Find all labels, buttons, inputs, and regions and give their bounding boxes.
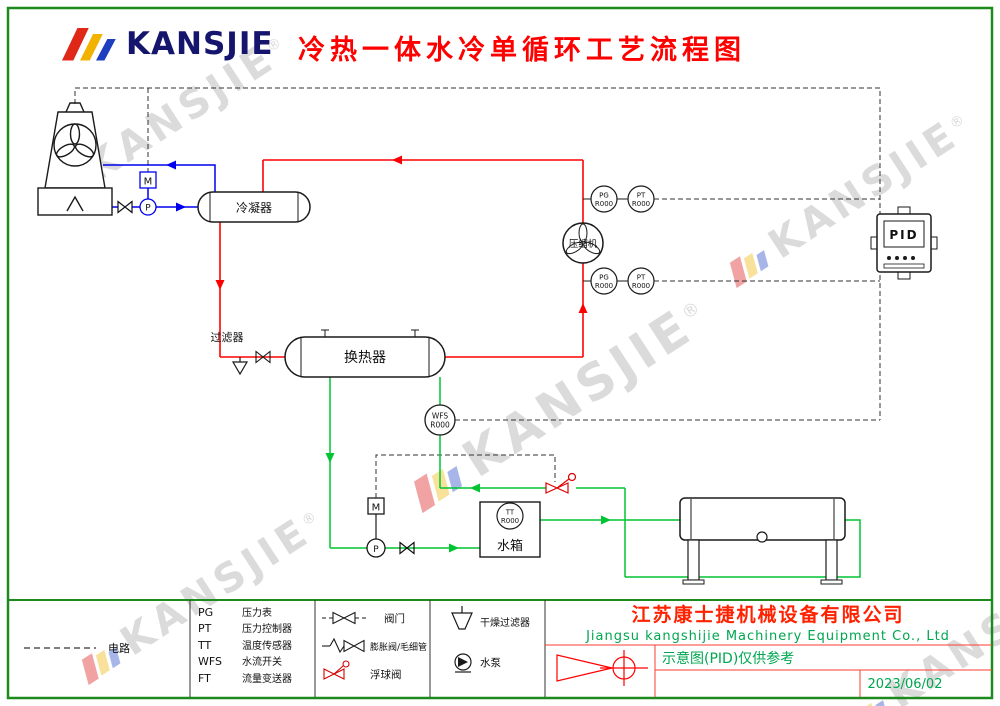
tower-fan-icon xyxy=(55,123,95,158)
titleblock-grid xyxy=(545,644,992,697)
cooling-tower xyxy=(37,102,113,216)
abbr: PG xyxy=(198,606,213,619)
abbr-label: 水流开关 xyxy=(242,655,282,668)
wfs-flow-switch: WFS R000 xyxy=(424,404,456,436)
abbr-label: 压力控制器 xyxy=(242,622,292,635)
wfs-tag: WFS xyxy=(432,412,449,421)
expansion-label: 膨胀阀/毛细管 xyxy=(370,641,427,653)
gauge-id: R000 xyxy=(632,200,650,208)
abbr: WFS xyxy=(198,655,222,668)
drawing-note: 示意图(PID)仅供参考 xyxy=(662,650,794,667)
abbr: FT xyxy=(198,672,211,685)
gauge-id: R000 xyxy=(632,282,650,290)
gauge-tag: PT xyxy=(637,192,646,200)
gauge-pt1: PT R000 xyxy=(627,185,655,213)
float-valve-symbol xyxy=(545,472,577,494)
drawing-date: 2023/06/02 xyxy=(868,677,943,692)
heat-exchanger-label: 换热器 xyxy=(344,349,386,366)
condenser: 冷凝器 xyxy=(197,191,311,223)
wfs-id: R000 xyxy=(430,421,450,430)
expansion-valve-symbol xyxy=(255,350,271,364)
hx-vent-stubs xyxy=(321,329,419,337)
brand-name: KANSJIE xyxy=(126,26,274,62)
legend-circuit: 电路 xyxy=(24,642,130,655)
float-valve-label: 浮球阀 xyxy=(370,668,402,681)
condenser-pump-motor: M P xyxy=(139,171,157,216)
abbr-label: 压力表 xyxy=(242,606,272,619)
abbr: TT xyxy=(197,639,212,652)
legend-water-pump-row: 水泵 xyxy=(454,653,501,673)
pid-display: PID xyxy=(889,228,918,242)
logo-triangle-blue-icon xyxy=(96,38,116,61)
abbr: PT xyxy=(198,622,212,635)
red-flow-arrows xyxy=(215,155,588,313)
gauge-pg2: PG R000 xyxy=(590,267,618,295)
valve-label: 阀门 xyxy=(384,612,405,625)
heat-exchanger: 换热器 xyxy=(284,329,446,378)
blue-flow-arrows xyxy=(166,160,186,212)
condenser-label: 冷凝器 xyxy=(236,200,272,215)
pump-label: P xyxy=(145,204,151,214)
motor-label: M xyxy=(144,177,153,188)
abbr-label: 流量变送器 xyxy=(242,672,292,685)
filter-symbol xyxy=(231,357,249,376)
legend-float-valve-icon xyxy=(323,660,350,680)
valve-symbol-2 xyxy=(399,541,415,555)
company-name-cn: 江苏康士捷机械设备有限公司 xyxy=(631,603,904,626)
page-title: 冷热一体水冷单循环工艺流程图 xyxy=(298,35,746,66)
gauge-tag: PT xyxy=(637,274,646,282)
compressor-label: 压缩机 xyxy=(569,238,598,250)
water-pump-label: 水泵 xyxy=(480,657,501,669)
gauge-tag: PG xyxy=(599,192,609,200)
tt-id: R000 xyxy=(501,517,519,525)
host-machine xyxy=(679,497,846,585)
compressor: 压缩机 xyxy=(562,222,604,264)
signal-lines xyxy=(74,87,881,498)
abbr-label: 温度传感器 xyxy=(242,639,292,652)
motor-label: M xyxy=(372,503,381,514)
legend-valve-icon xyxy=(322,611,366,625)
legend-dryer-filter-icon xyxy=(451,606,473,630)
legend-expansion-row: 膨胀阀/毛细管 xyxy=(322,637,427,654)
gauge-id: R000 xyxy=(595,282,613,290)
filter-label: 过滤器 xyxy=(211,331,244,344)
circuit-label: 电路 xyxy=(108,642,130,655)
gauge-id: R000 xyxy=(595,200,613,208)
pump-label: P xyxy=(373,545,379,555)
refrigerant-lines-red xyxy=(219,159,584,358)
legend-water-pump-icon xyxy=(454,653,472,673)
legend-abbreviations: PG 压力表 PT 压力控制器 TT 温度传感器 WFS 水流开关 FT 流量变… xyxy=(197,606,292,685)
legend-valve-row: 阀门 xyxy=(322,611,405,625)
pid-controller: PID xyxy=(870,206,938,280)
gauge-pt2: PT R000 xyxy=(627,267,655,295)
legend-expansion-valve-icon xyxy=(322,637,365,654)
dryer-filter-label: 干燥过滤器 xyxy=(480,616,530,629)
tt-tag: TT xyxy=(505,509,515,517)
valve-symbol-1 xyxy=(117,200,133,214)
cooling-water-lines-blue xyxy=(103,164,216,208)
tank-pump-motor: M P xyxy=(366,497,386,558)
kansjie-logo: KANSJIE xyxy=(62,26,274,62)
compressor-fan-icon xyxy=(565,223,601,255)
instrument-stubs xyxy=(583,198,628,282)
company-name-en: Jiangsu kangshijie Machinery Equipment C… xyxy=(585,629,950,644)
legend-dryer-filter-row: 干燥过滤器 xyxy=(451,606,530,630)
stamp-symbol xyxy=(556,650,648,686)
legend-float-valve-row: 浮球阀 xyxy=(323,660,402,681)
legend-grid xyxy=(8,599,992,697)
page-border xyxy=(6,6,994,700)
water-tank-label: 水箱 xyxy=(497,538,523,554)
water-tank: 水箱 TT R000 xyxy=(479,501,541,558)
gauge-pg1: PG R000 xyxy=(590,185,618,213)
gauge-tag: PG xyxy=(599,274,609,282)
green-flow-arrows xyxy=(325,453,611,553)
chilled-water-lines-green xyxy=(329,377,861,578)
